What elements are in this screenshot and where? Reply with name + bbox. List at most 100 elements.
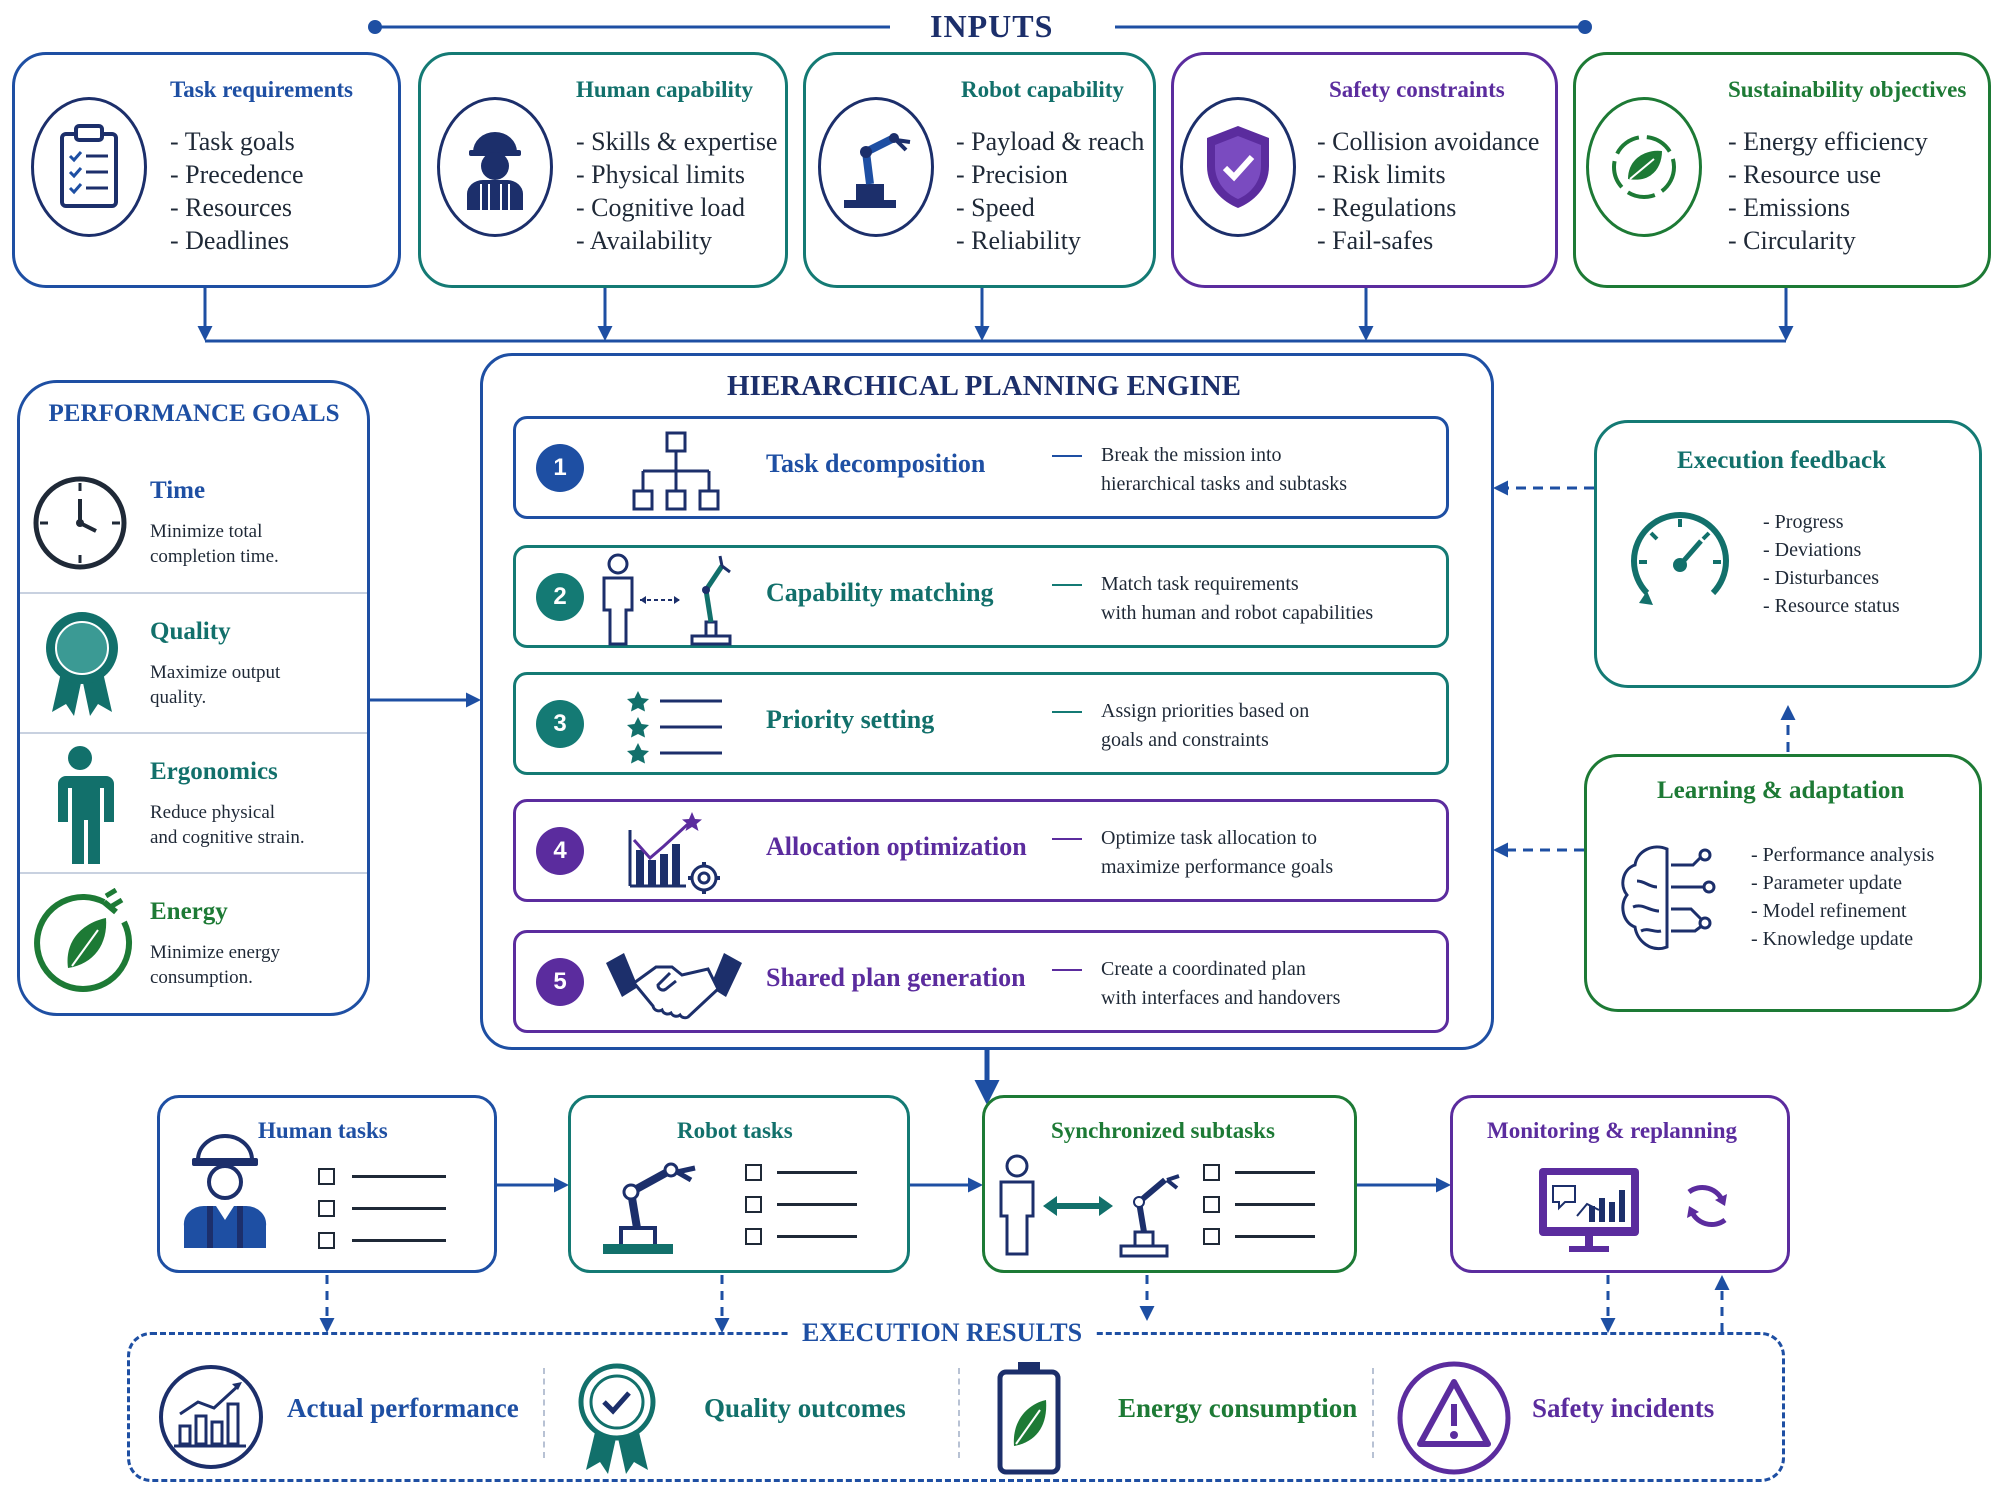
step-number: 2 bbox=[536, 573, 584, 621]
list-item: - Circularity bbox=[1728, 226, 1856, 255]
list-item: - Deadlines bbox=[170, 226, 290, 255]
robot-arm-icon bbox=[599, 1148, 709, 1263]
task-line bbox=[777, 1235, 857, 1238]
step-number: 1 bbox=[536, 444, 584, 492]
list-item: - Knowledge update bbox=[1751, 928, 1914, 950]
goal-time: Time Minimize total completion time. bbox=[20, 453, 365, 593]
step-desc-line: goals and constraints bbox=[1101, 729, 1269, 751]
task-line bbox=[1235, 1235, 1315, 1238]
engine-step-4: 4 Allocation optimization Optimize task … bbox=[513, 799, 1449, 902]
learning-adaptation-panel: Learning & adaptation - Performance anal… bbox=[1584, 754, 1982, 1012]
step-dash bbox=[1052, 838, 1082, 840]
engine-step-5: 5 Shared plan generation Create a coordi… bbox=[513, 930, 1449, 1033]
checkbox-icon bbox=[1203, 1228, 1220, 1245]
input-card-human-capability: Human capability - Skills & expertise - … bbox=[418, 52, 788, 288]
task-line bbox=[352, 1207, 446, 1210]
task-line bbox=[352, 1175, 446, 1178]
checkbox-icon bbox=[318, 1232, 335, 1249]
list-item: - Collision avoidance bbox=[1317, 127, 1540, 156]
list-item: - Availability bbox=[576, 226, 712, 255]
list-item: - Disturbances bbox=[1763, 567, 1880, 589]
list-item: - Physical limits bbox=[576, 160, 745, 189]
input-list: - Task goals - Precedence - Resources - … bbox=[170, 125, 304, 257]
result-label: Quality outcomes bbox=[704, 1393, 906, 1423]
goal-divider bbox=[20, 872, 367, 874]
feedback-title: Execution feedback bbox=[1677, 447, 1887, 474]
result-separator bbox=[543, 1368, 545, 1458]
list-item: - Resources bbox=[170, 193, 293, 222]
goal-desc-line: Minimize total bbox=[150, 521, 263, 542]
goal-divider bbox=[20, 732, 367, 734]
input-list: - Skills & expertise - Physical limits -… bbox=[576, 125, 777, 257]
goal-desc: Minimize total completion time. bbox=[150, 519, 279, 569]
checkbox-icon bbox=[1203, 1164, 1220, 1181]
goal-desc-line: Maximize output bbox=[150, 662, 281, 683]
step-desc: Optimize task allocation to maximize perf… bbox=[1101, 824, 1333, 882]
result-label: Energy consumption bbox=[1118, 1393, 1358, 1423]
input-title: Human capability bbox=[576, 77, 754, 102]
human-robot-match-icon bbox=[596, 552, 736, 653]
list-item: - Performance analysis bbox=[1751, 844, 1935, 866]
goal-desc-line: and cognitive strain. bbox=[150, 827, 305, 848]
step-dash bbox=[1052, 584, 1082, 586]
human-tasks-box: Human tasks bbox=[157, 1095, 497, 1273]
robot-arm-icon bbox=[818, 97, 934, 237]
chart-gear-icon bbox=[626, 810, 726, 905]
list-item: - Payload & reach bbox=[956, 127, 1145, 156]
goal-desc-line: completion time. bbox=[150, 546, 279, 567]
result-label: Actual performance bbox=[287, 1393, 519, 1423]
step-desc-line: hierarchical tasks and subtasks bbox=[1101, 473, 1348, 495]
list-item: - Resource status bbox=[1763, 595, 1900, 617]
input-title: Safety constraints bbox=[1329, 77, 1505, 102]
goal-desc-line: quality. bbox=[150, 687, 207, 708]
step-desc-line: maximize performance goals bbox=[1101, 856, 1334, 878]
list-item: - Fail-safes bbox=[1317, 226, 1434, 255]
input-card-sustainability-objectives: Sustainability objectives - Energy effic… bbox=[1573, 52, 1991, 288]
checkbox-icon bbox=[745, 1228, 762, 1245]
worker-icon bbox=[437, 97, 553, 237]
result-separator bbox=[1372, 1368, 1374, 1458]
goal-desc: Maximize output quality. bbox=[150, 660, 280, 710]
step-desc-line: Optimize task allocation to bbox=[1101, 827, 1318, 849]
step-desc-line: Create a coordinated plan bbox=[1101, 958, 1306, 980]
result-separator bbox=[958, 1368, 960, 1458]
learning-list: - Performance analysis - Parameter updat… bbox=[1751, 841, 1934, 953]
task-title: Monitoring & replanning bbox=[1487, 1118, 1738, 1143]
list-item: - Speed bbox=[956, 193, 1035, 222]
worker-icon bbox=[180, 1126, 270, 1255]
goal-title: Time bbox=[150, 477, 206, 504]
clipboard-checklist-icon bbox=[31, 97, 147, 237]
step-dash bbox=[1052, 969, 1082, 971]
input-title: Sustainability objectives bbox=[1728, 77, 1967, 102]
list-item: - Reliability bbox=[956, 226, 1081, 255]
step-desc-line: with human and robot capabilities bbox=[1101, 602, 1374, 624]
list-item: - Progress bbox=[1763, 511, 1844, 533]
input-card-safety-constraints: Safety constraints - Collision avoidance… bbox=[1171, 52, 1558, 288]
step-desc-line: with interfaces and handovers bbox=[1101, 987, 1341, 1009]
monitor-refresh-icon bbox=[1537, 1166, 1737, 1261]
brain-circuit-icon bbox=[1615, 841, 1725, 970]
task-line bbox=[777, 1203, 857, 1206]
performance-goals-heading: PERFORMANCE GOALS bbox=[48, 400, 340, 427]
checkbox-icon bbox=[1203, 1196, 1220, 1213]
feedback-list: - Progress - Deviations - Disturbances -… bbox=[1763, 508, 1900, 620]
leaf-cycle-icon bbox=[1586, 97, 1702, 237]
engine-title: HIERARCHICAL PLANNING ENGINE bbox=[726, 370, 1241, 402]
monitoring-replanning-box: Monitoring & replanning bbox=[1450, 1095, 1790, 1273]
execution-results-heading: EXECUTION RESULTS bbox=[790, 1318, 1095, 1348]
input-list: - Collision avoidance - Risk limits - Re… bbox=[1317, 125, 1539, 257]
step-number: 3 bbox=[536, 700, 584, 748]
task-title: Human tasks bbox=[258, 1118, 388, 1143]
goal-desc-line: Minimize energy bbox=[150, 942, 280, 963]
result-label: Safety incidents bbox=[1532, 1393, 1715, 1423]
step-dash bbox=[1052, 455, 1082, 457]
step-title: Shared plan generation bbox=[766, 963, 1026, 992]
list-item: - Energy efficiency bbox=[1728, 127, 1928, 156]
person-icon bbox=[40, 744, 120, 871]
clock-icon bbox=[30, 473, 130, 578]
engine-step-2: 2 Capability matching Match task require… bbox=[513, 545, 1449, 648]
